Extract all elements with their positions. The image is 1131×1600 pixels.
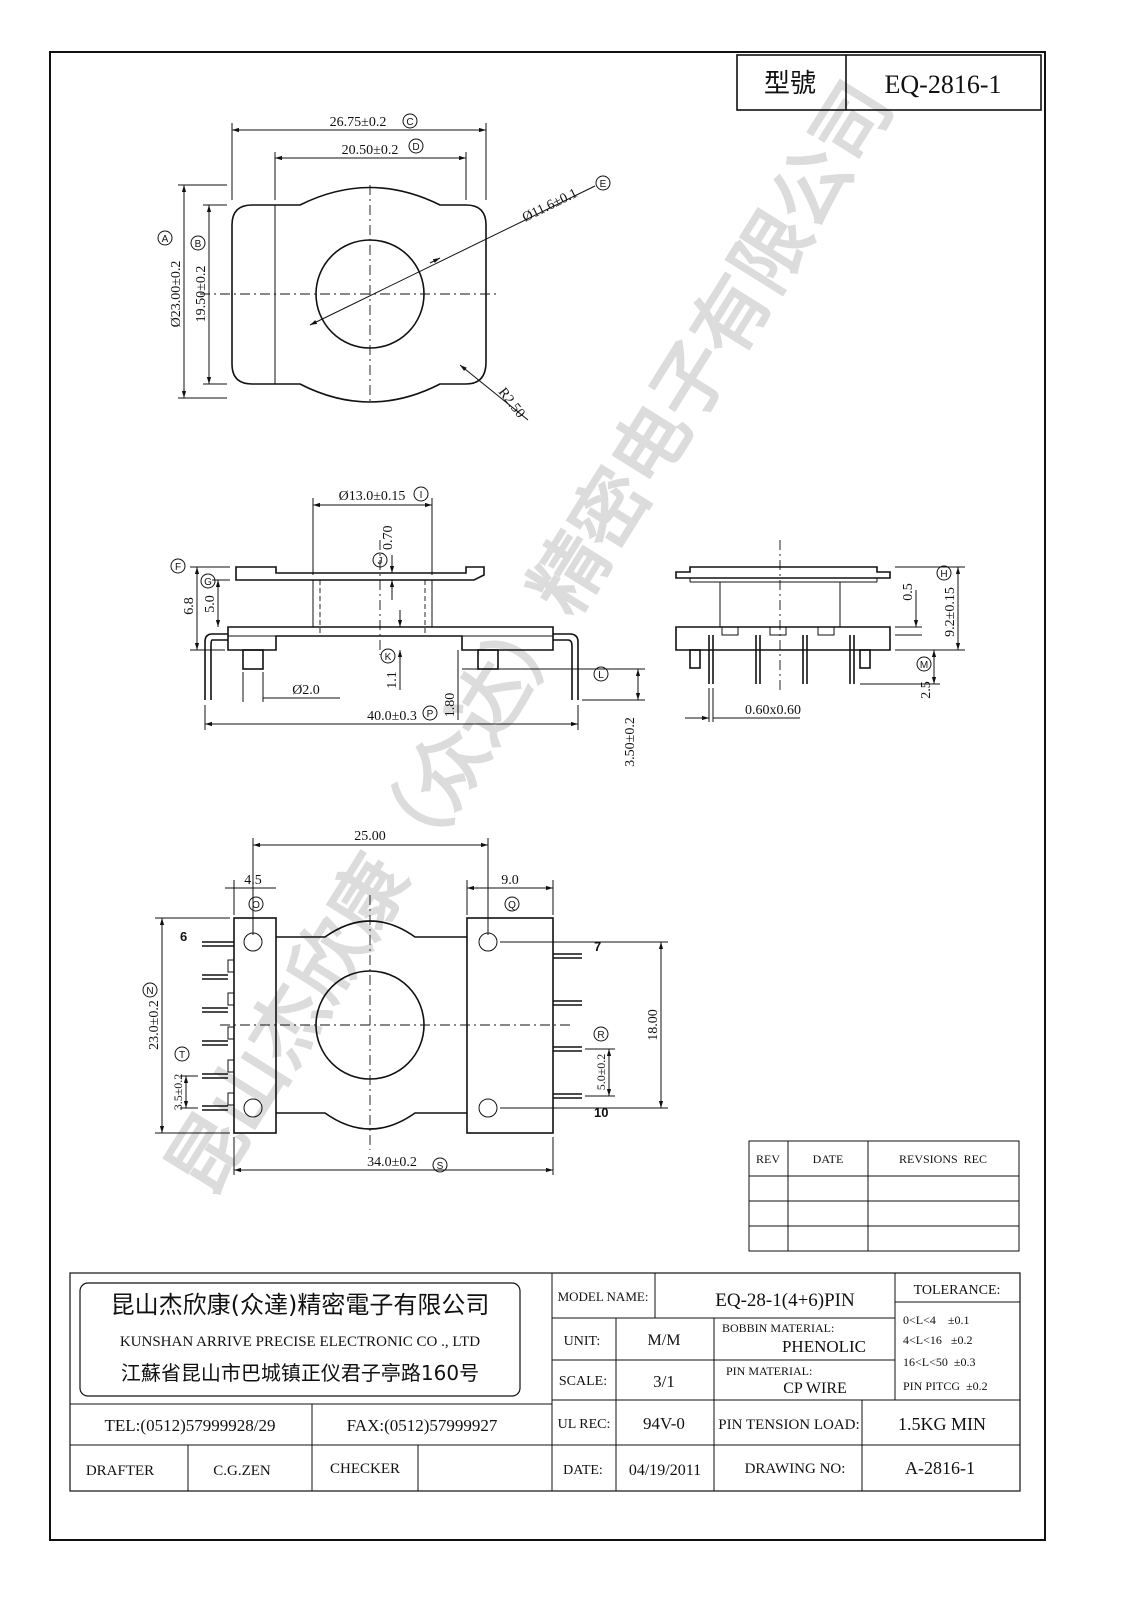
dim-p2: 1.80 bbox=[443, 693, 458, 718]
fax: FAX:(0512)57999927 bbox=[347, 1416, 498, 1435]
model-value: EQ-2816-1 bbox=[885, 70, 1002, 99]
tag-q: Q bbox=[508, 900, 516, 911]
tolerance-label: TOLERANCE: bbox=[914, 1283, 1001, 1298]
top-view: 26.75±0.2 C 20.50±0.2 D Ø11.6±0.1 E Ø23.… bbox=[157, 113, 611, 421]
tag-i: I bbox=[420, 490, 423, 501]
bobbin-value: PHENOLIC bbox=[782, 1337, 866, 1356]
dim-s: 34.0±0.2 bbox=[367, 1155, 417, 1170]
drawing-no-label: DRAWING NO: bbox=[745, 1461, 846, 1477]
dim-18: 18.00 bbox=[646, 1009, 661, 1041]
tag-m: M bbox=[920, 660, 928, 671]
dim-45: 4.5 bbox=[244, 873, 262, 888]
tolerance-1: 0<L<4 ±0.1 bbox=[903, 1313, 969, 1327]
date-value: 04/19/2011 bbox=[629, 1462, 701, 1479]
revisions-header: REVSIONS REC bbox=[899, 1152, 987, 1166]
dim-d: 20.50±0.2 bbox=[342, 143, 399, 158]
scale-value: 3/1 bbox=[653, 1372, 675, 1391]
watermark: 昆山杰欣康（众达）精密电子有限公司 bbox=[150, 67, 910, 1210]
bottom-title-block: 昆山杰欣康(众達)精密電子有限公司 KUNSHAN ARRIVE PRECISE… bbox=[69, 1272, 1021, 1492]
bobbin-label: BOBBIN MATERIAL: bbox=[722, 1321, 834, 1335]
rev-header: REV bbox=[756, 1152, 780, 1166]
ul-label: UL REC: bbox=[558, 1417, 611, 1432]
model-label: 型號 bbox=[764, 69, 816, 99]
tolerance-4: PIN PITCG ±0.2 bbox=[903, 1379, 988, 1393]
bottom-view: 25.00 4.5 O 9.0 Q 6 7 10 23.0±0.2 N T 3.… bbox=[142, 829, 668, 1175]
tag-h: H bbox=[940, 569, 947, 580]
date-label: DATE: bbox=[563, 1463, 603, 1478]
tag-p: P bbox=[427, 709, 434, 720]
dim-pin-size: 0.60x0.60 bbox=[745, 703, 801, 718]
pin-material-label: PIN MATERIAL: bbox=[726, 1364, 812, 1378]
company-address: 江蘇省昆山市巴城镇正仪君子亭路160号 bbox=[121, 1361, 479, 1385]
dim-half: 0.5 bbox=[901, 583, 916, 601]
dim-a: Ø23.00±0.2 bbox=[169, 261, 184, 328]
model-name-value: EQ-28-1(4+6)PIN bbox=[715, 1290, 855, 1311]
revisions-table: REV DATE REVSIONS REC bbox=[748, 1140, 1020, 1252]
dim-l: 3.50±0.2 bbox=[623, 717, 638, 767]
tag-s: S bbox=[437, 1161, 444, 1172]
dim-m: 2.5 bbox=[919, 681, 934, 699]
dim-b: 19.50±0.2 bbox=[194, 266, 209, 323]
model-name-label: MODEL NAME: bbox=[558, 1289, 649, 1304]
pin-7-label: 7 bbox=[594, 939, 601, 954]
dim-p: 40.0±0.3 bbox=[367, 709, 417, 724]
checker-label: CHECKER bbox=[330, 1461, 400, 1477]
unit-value: M/M bbox=[648, 1332, 681, 1349]
tag-j: J bbox=[378, 556, 383, 567]
tag-b: B bbox=[195, 239, 202, 250]
tolerance-2: 4<L<16 ±0.2 bbox=[903, 1333, 972, 1347]
end-view: 0.60x0.60 H 9.2±0.15 0.5 M 2.5 bbox=[675, 540, 965, 722]
dim-pin-dia: Ø2.0 bbox=[292, 683, 320, 698]
dim-t: 3.5±0.2 bbox=[171, 1074, 185, 1111]
tag-f: F bbox=[175, 562, 181, 573]
company-name-cn: 昆山杰欣康(众達)精密電子有限公司 bbox=[111, 1291, 490, 1319]
dim-n: 23.0±0.2 bbox=[147, 1000, 162, 1050]
tag-k: K bbox=[385, 652, 392, 663]
drafter-label: DRAFTER bbox=[86, 1463, 154, 1479]
pin-material-value: CP WIRE bbox=[783, 1380, 847, 1397]
model-title-block: 型號 EQ-2816-1 bbox=[736, 54, 1042, 111]
dim-j: 0.70 bbox=[381, 526, 396, 551]
pin-6-label: 6 bbox=[180, 929, 187, 944]
tag-l: L bbox=[598, 670, 604, 681]
tag-t: T bbox=[179, 1050, 185, 1061]
tag-d: D bbox=[412, 142, 419, 153]
company-name-en: KUNSHAN ARRIVE PRECISE ELECTRONIC CO ., … bbox=[120, 1334, 480, 1350]
scale-label: SCALE: bbox=[559, 1374, 607, 1389]
tension-value: 1.5KG MIN bbox=[898, 1414, 986, 1434]
unit-label: UNIT: bbox=[564, 1334, 601, 1349]
dim-h: 9.2±0.15 bbox=[943, 587, 958, 637]
drafter-value: C.G.ZEN bbox=[213, 1463, 271, 1479]
dim-i: Ø13.0±0.15 bbox=[339, 489, 406, 504]
tag-c: C bbox=[406, 117, 413, 128]
dim-f: 6.8 bbox=[182, 597, 197, 615]
pin-10-label: 10 bbox=[594, 1105, 608, 1120]
dim-9: 9.0 bbox=[501, 873, 519, 888]
tel: TEL:(0512)57999928/29 bbox=[105, 1416, 276, 1435]
tag-r: R bbox=[597, 1030, 604, 1041]
tag-e: E bbox=[600, 179, 607, 190]
dim-c: 26.75±0.2 bbox=[330, 115, 387, 130]
dim-e: Ø11.6±0.1 bbox=[520, 186, 580, 225]
side-view: Ø13.0±0.15 I 0.70 J F G 6.8 5.0 K 1.1 Ø2… bbox=[170, 486, 645, 767]
date-header: DATE bbox=[813, 1152, 844, 1166]
tag-n: N bbox=[146, 986, 153, 997]
tolerance-3: 16<L<50 ±0.3 bbox=[903, 1355, 975, 1369]
tag-g: G bbox=[204, 577, 212, 588]
tag-o: O bbox=[252, 900, 260, 911]
drawing-no-value: A-2816-1 bbox=[905, 1458, 975, 1478]
dim-g: 5.0 bbox=[203, 595, 218, 613]
sheet-border bbox=[49, 51, 1046, 1541]
tag-a: A bbox=[162, 234, 169, 245]
tension-label: PIN TENSION LOAD: bbox=[718, 1417, 859, 1433]
ul-value: 94V-0 bbox=[643, 1414, 685, 1433]
dim-k: 1.1 bbox=[385, 671, 400, 689]
dim-25: 25.00 bbox=[354, 829, 386, 844]
dim-r: 5.0±0.2 bbox=[594, 1054, 608, 1091]
